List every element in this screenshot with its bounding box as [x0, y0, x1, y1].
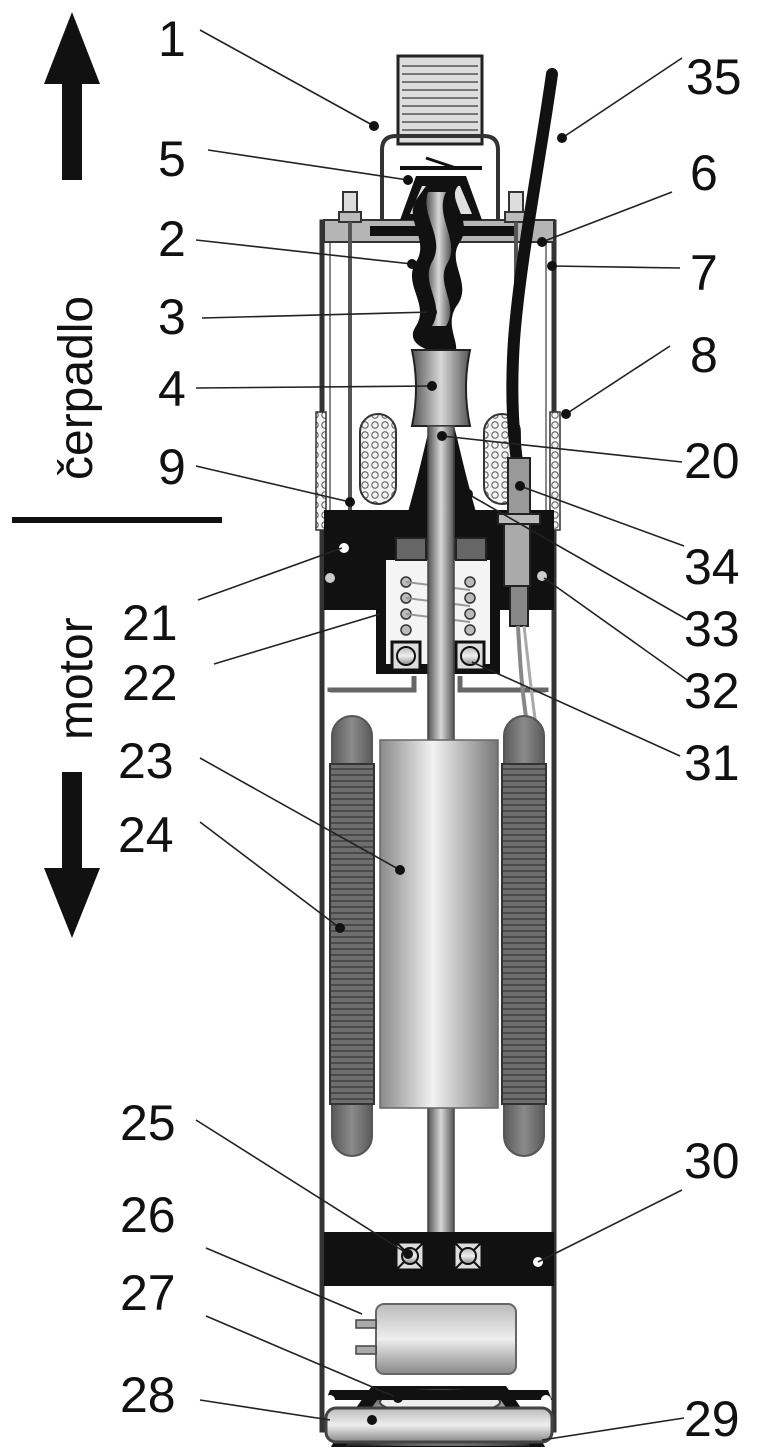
callout-27: 27	[120, 1265, 176, 1321]
callout-6: 6	[690, 145, 718, 201]
callout-4: 4	[158, 361, 186, 417]
callout-2: 2	[158, 211, 186, 267]
leader-lines	[195, 29, 691, 1441]
callout-8: 8	[690, 327, 718, 383]
callout-23: 23	[118, 733, 174, 789]
capacitor	[355, 1303, 517, 1375]
shaft-coupling	[410, 349, 472, 427]
callout-1: 1	[158, 11, 186, 67]
top-filter	[396, 54, 484, 146]
leader-dots	[335, 121, 571, 1425]
stator-windings	[329, 715, 547, 1157]
callout-22: 22	[122, 655, 178, 711]
screw-pump	[411, 186, 465, 350]
callout-24: 24	[118, 807, 174, 863]
pump-side-label: čerpadlo	[50, 296, 103, 480]
callout-21: 21	[122, 595, 178, 651]
callout-32: 32	[684, 663, 740, 719]
motor-side-label: motor	[50, 617, 103, 740]
callout-26: 26	[120, 1187, 176, 1243]
callout-numbers: 1 5 2 3 4 9 21 22 23 24 25 26 27 28 35 6…	[118, 11, 742, 1447]
callout-28: 28	[120, 1367, 176, 1423]
rotor	[379, 739, 499, 1109]
pump-direction-arrow	[44, 12, 100, 180]
callout-35: 35	[686, 49, 742, 105]
handle-bracket	[380, 134, 500, 222]
callout-5: 5	[158, 131, 186, 187]
callout-20: 20	[684, 433, 740, 489]
callout-3: 3	[158, 289, 186, 345]
callout-31: 31	[684, 735, 740, 791]
callout-9: 9	[158, 439, 186, 495]
callout-33: 33	[684, 601, 740, 657]
callout-25: 25	[120, 1095, 176, 1151]
bottom-cap	[324, 1390, 554, 1444]
motor-top-plate	[327, 676, 549, 693]
power-cable	[497, 68, 558, 741]
callout-7: 7	[690, 245, 718, 301]
callout-29: 29	[684, 1391, 740, 1447]
callout-34: 34	[684, 539, 740, 595]
motor-direction-arrow	[44, 772, 100, 938]
intake-screens	[315, 411, 561, 531]
callout-30: 30	[684, 1133, 740, 1189]
lower-bearing-plate	[324, 1232, 554, 1286]
